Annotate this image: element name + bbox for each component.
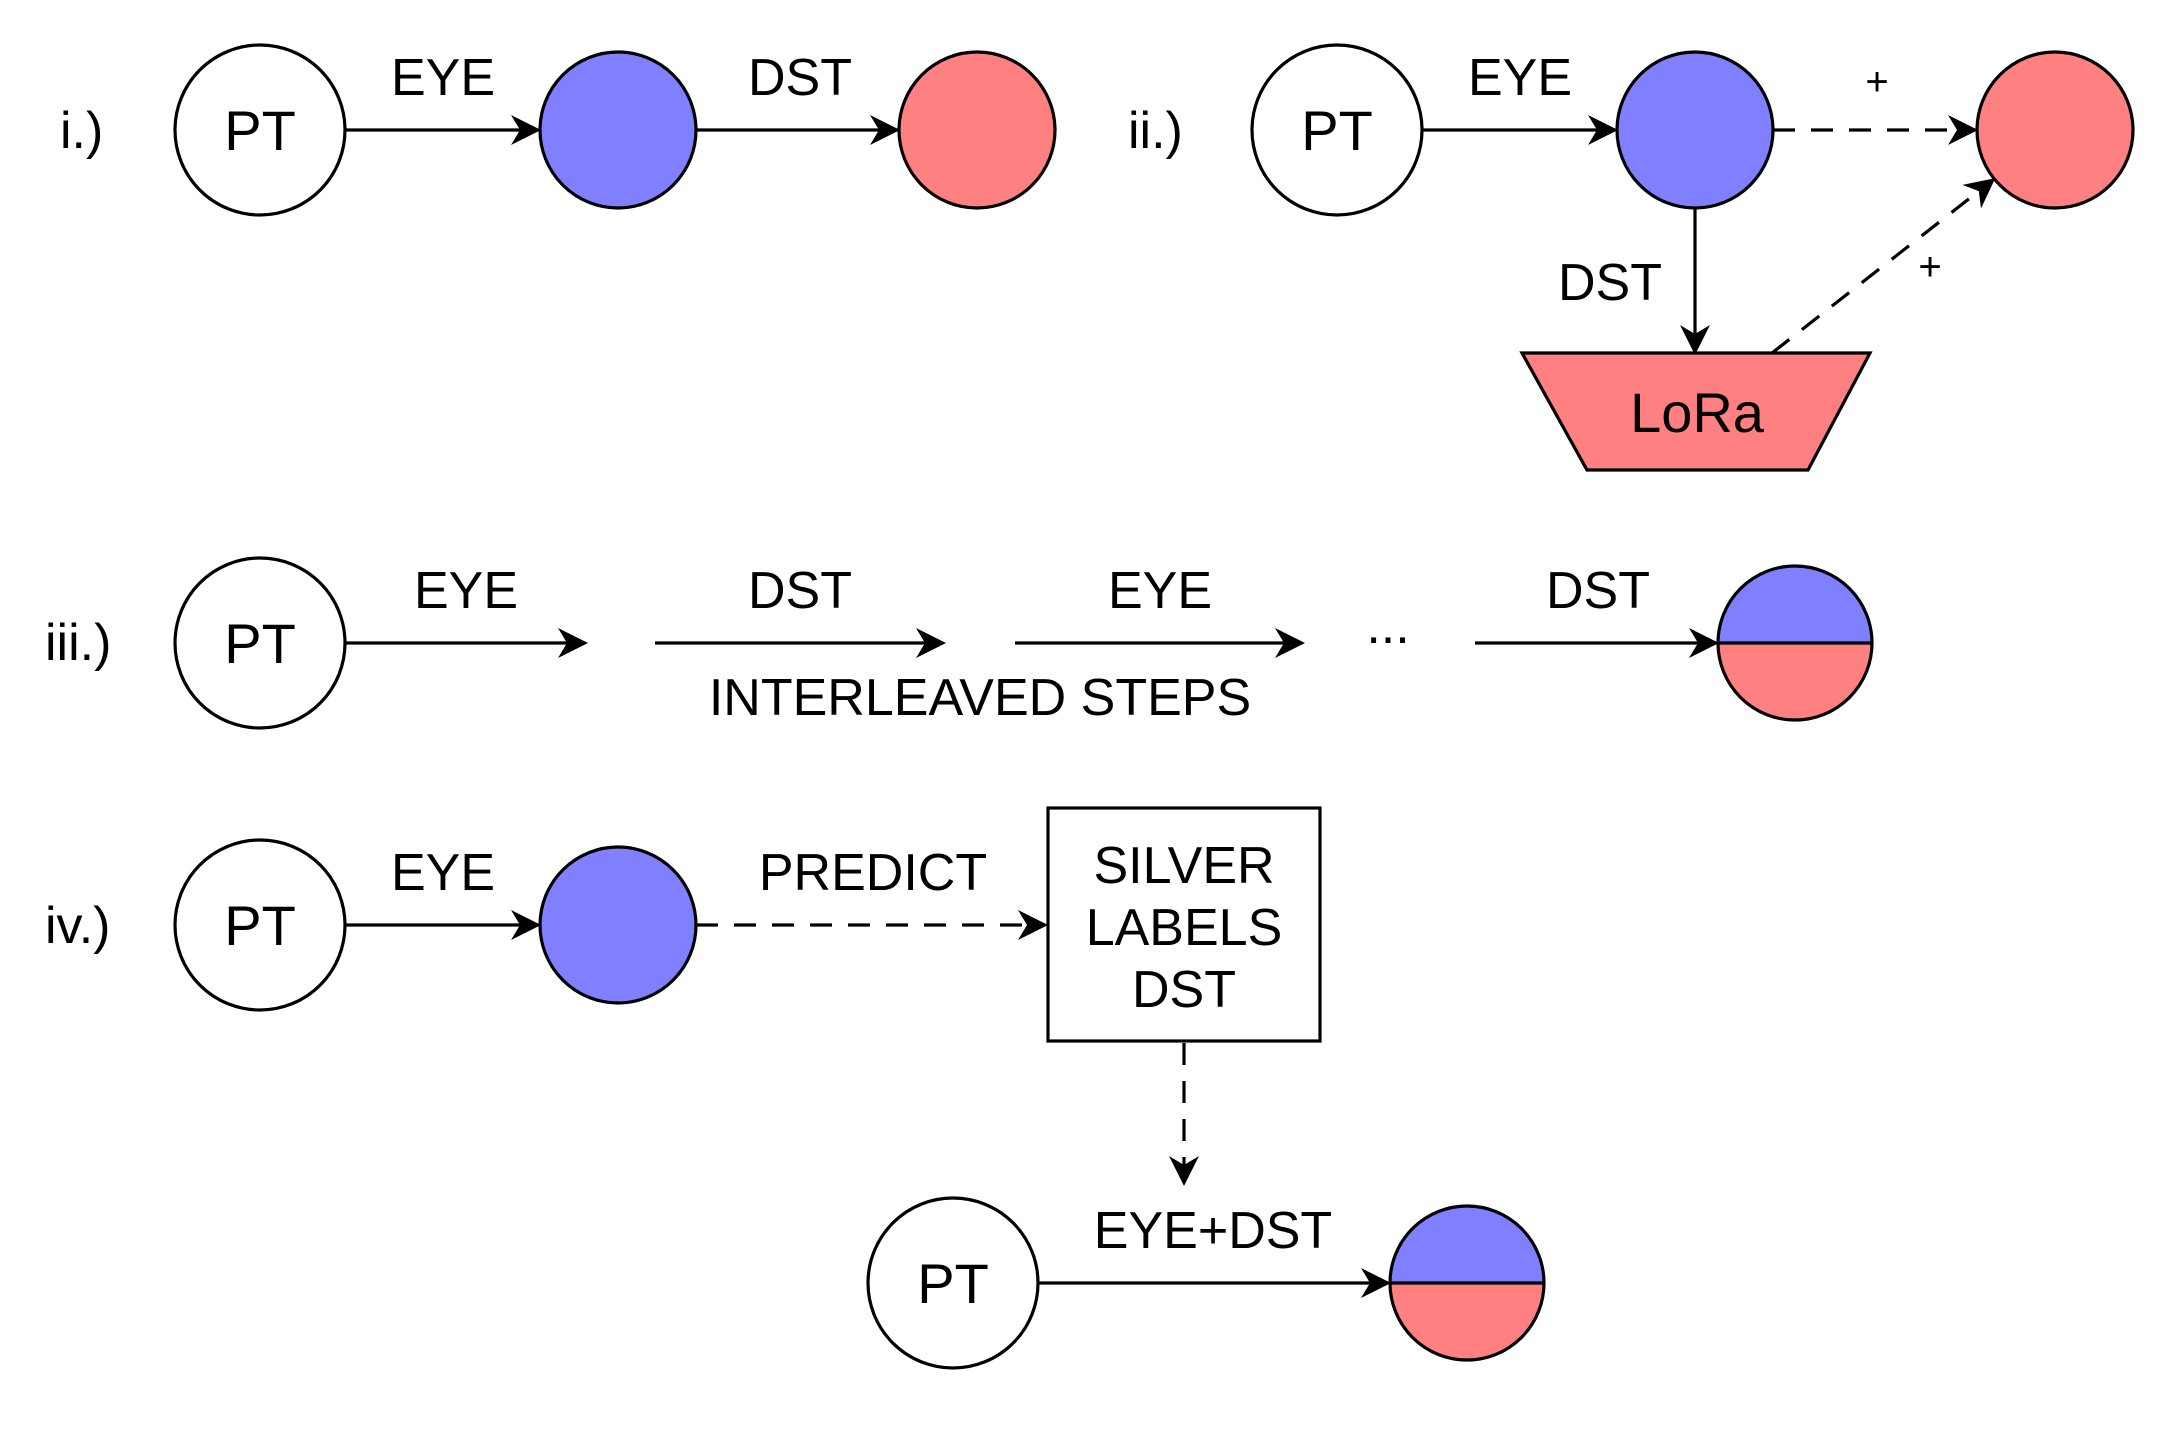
node-label: PT (224, 99, 296, 162)
edge-label: EYE (391, 844, 495, 902)
edge-label: EYE+DST (1094, 1202, 1332, 1260)
eye-model-node (538, 845, 698, 1005)
panel-iv: iv.) PT EYE PREDICT SILVER LABELS DST PT… (45, 806, 1546, 1370)
panel-iii: iii.) PT EYE DST EYE ... DST INTERLEAVED… (45, 556, 1874, 730)
lora-label: LoRa (1630, 381, 1765, 444)
node-label: PT (224, 612, 296, 675)
silver-labels-line: SILVER (1093, 837, 1274, 895)
merge-arrow-dashed-diagonal (1771, 178, 1996, 355)
silver-labels-line: LABELS (1086, 899, 1283, 957)
panel-i: i.) PT EYE DST (60, 43, 1057, 217)
edge-label: PREDICT (759, 844, 987, 902)
interleaved-caption: INTERLEAVED STEPS (709, 669, 1251, 727)
eye-model-node (538, 50, 698, 210)
step-label: EYE (414, 562, 518, 620)
panel-label: iii.) (45, 614, 111, 672)
edge-label: DST (748, 49, 852, 107)
lora-adapter-node (1519, 351, 1873, 472)
edge-label: EYE (391, 49, 495, 107)
step-label: DST (748, 562, 852, 620)
eye-model-node (1615, 50, 1775, 210)
merged-model-node (1975, 50, 2135, 210)
edge-label: DST (1558, 254, 1662, 312)
edge-label: EYE (1468, 49, 1572, 107)
node-label: PT (1301, 99, 1373, 162)
step-label: DST (1546, 562, 1650, 620)
step-label: EYE (1108, 562, 1212, 620)
panel-label: iv.) (45, 897, 110, 955)
ellipsis: ... (1366, 597, 1409, 655)
silver-labels-box (1046, 806, 1322, 1043)
panel-label: ii.) (1128, 102, 1183, 160)
panel-ii: ii.) PT EYE + DST LoRa + (1128, 43, 2135, 472)
plus-sign: + (1865, 60, 1888, 104)
panel-label: i.) (60, 102, 103, 160)
plus-sign: + (1918, 245, 1941, 289)
joint-model-node (1716, 564, 1874, 722)
node-label: PT (917, 1252, 989, 1315)
dst-model-node (897, 50, 1057, 210)
silver-labels-line: DST (1132, 961, 1236, 1019)
joint-model-node (1388, 1204, 1546, 1362)
node-label: PT (224, 894, 296, 957)
